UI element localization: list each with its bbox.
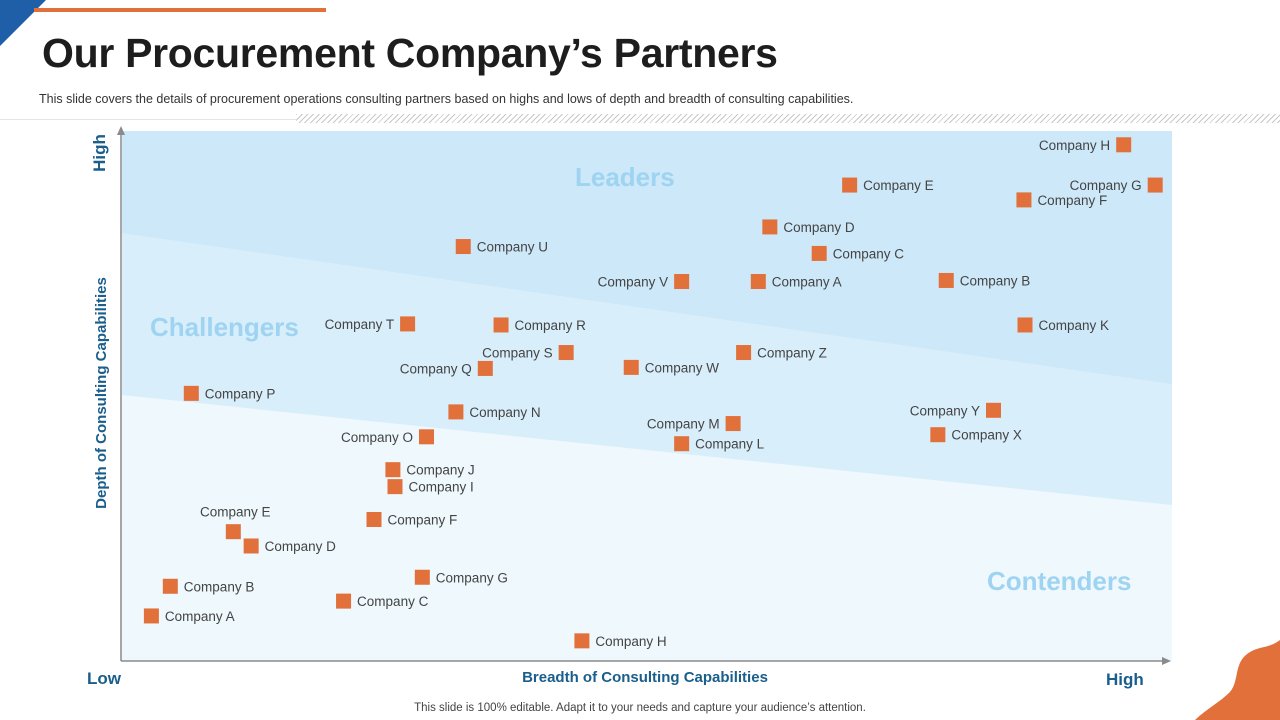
data-point-marker <box>762 219 778 235</box>
x-axis-title: Breadth of Consulting Capabilities <box>522 669 768 686</box>
data-point-label: Company Y <box>910 403 980 418</box>
data-point-marker <box>725 416 741 432</box>
data-point-label: Company E <box>863 178 934 193</box>
data-point-label: Company T <box>325 317 395 332</box>
data-point-marker <box>930 427 946 443</box>
data-point-marker <box>143 608 159 624</box>
data-point-label: Company F <box>1037 193 1107 208</box>
data-point-marker <box>1016 192 1032 208</box>
slide-footer: This slide is 100% editable. Adapt it to… <box>414 702 866 714</box>
data-point-marker <box>674 436 690 452</box>
data-point-marker <box>1017 317 1033 333</box>
title-accent-bar <box>34 8 326 12</box>
data-point-marker <box>448 404 464 420</box>
data-point-label: Company C <box>833 246 905 261</box>
data-point-label: Company D <box>783 220 855 235</box>
data-point-label: Company I <box>409 480 474 495</box>
data-point-marker <box>162 578 178 594</box>
data-point-label: Company C <box>357 594 429 609</box>
data-point-marker <box>225 524 241 540</box>
data-point-marker <box>1147 177 1163 193</box>
slide-title: Our Procurement Company’s Partners <box>42 30 778 76</box>
data-point-marker <box>387 479 403 495</box>
data-point-marker <box>455 239 471 255</box>
data-point-marker <box>842 177 858 193</box>
data-point-label: Company A <box>165 609 235 624</box>
x-axis-low-label: Low <box>87 669 122 688</box>
y-axis-title: Depth of Consulting Capabilities <box>93 277 110 509</box>
data-point-marker <box>986 402 1001 418</box>
data-point-label: Company J <box>406 463 474 478</box>
zone-label-contenders: Contenders <box>987 566 1131 596</box>
data-point-marker <box>183 385 199 401</box>
data-point-marker <box>811 245 827 261</box>
data-point-label: Company W <box>645 360 720 375</box>
data-point-marker <box>750 274 766 290</box>
data-point-label: Company G <box>1070 178 1142 193</box>
data-point-label: Company B <box>184 579 255 594</box>
zone-leaders <box>122 131 1172 384</box>
data-point-label: Company V <box>598 275 669 290</box>
data-point-label: Company E <box>200 505 271 520</box>
data-point-label: Company L <box>695 437 765 452</box>
corner-accent-triangle <box>0 0 46 46</box>
data-point-label: Company F <box>388 512 458 527</box>
hatched-divider <box>296 114 1280 123</box>
data-point-marker <box>243 538 259 554</box>
data-point-label: Company A <box>772 275 842 290</box>
data-point-label: Company U <box>477 240 548 255</box>
data-point-marker <box>938 272 954 288</box>
data-point-marker <box>623 359 639 375</box>
data-point-label: Company K <box>1039 318 1110 333</box>
data-point-label: Company Z <box>757 346 827 361</box>
data-point-label: Company P <box>205 386 276 401</box>
data-point-label: Company N <box>469 405 540 420</box>
data-point-label: Company G <box>436 570 508 585</box>
zone-label-challengers: Challengers <box>150 312 299 342</box>
zone-label-leaders: Leaders <box>575 162 675 192</box>
data-point-marker <box>385 462 401 478</box>
data-point-marker <box>1116 137 1132 153</box>
data-point-marker <box>336 593 352 609</box>
data-point-marker <box>477 360 493 376</box>
subtitle-divider <box>0 119 296 120</box>
data-point-marker <box>493 317 509 333</box>
data-point-label: Company H <box>595 634 666 649</box>
data-point-label: Company B <box>960 273 1031 288</box>
data-point-label: Company D <box>265 539 337 554</box>
y-axis-arrow <box>117 126 125 135</box>
y-axis-high-label: High <box>90 134 109 172</box>
data-point-marker <box>419 429 434 445</box>
data-point-marker <box>574 633 590 649</box>
x-axis-high-label: High <box>1106 670 1144 689</box>
data-point-marker <box>558 345 574 361</box>
slide-subtitle: This slide covers the details of procure… <box>39 92 854 106</box>
data-point-marker <box>736 345 752 361</box>
data-point-marker <box>414 569 430 585</box>
data-point-label: Company R <box>515 318 587 333</box>
data-point-label: Company O <box>341 430 413 445</box>
data-point-label: Company Q <box>400 361 472 376</box>
data-point-marker <box>674 274 690 290</box>
data-point-marker <box>366 511 382 527</box>
data-point-marker <box>400 316 416 332</box>
x-axis-arrow <box>1162 657 1171 665</box>
data-point-label: Company X <box>951 428 1022 443</box>
data-point-label: Company S <box>482 346 553 361</box>
data-point-label: Company H <box>1039 138 1110 153</box>
corner-decorative-blob <box>1195 640 1280 720</box>
data-point-label: Company M <box>647 417 720 432</box>
